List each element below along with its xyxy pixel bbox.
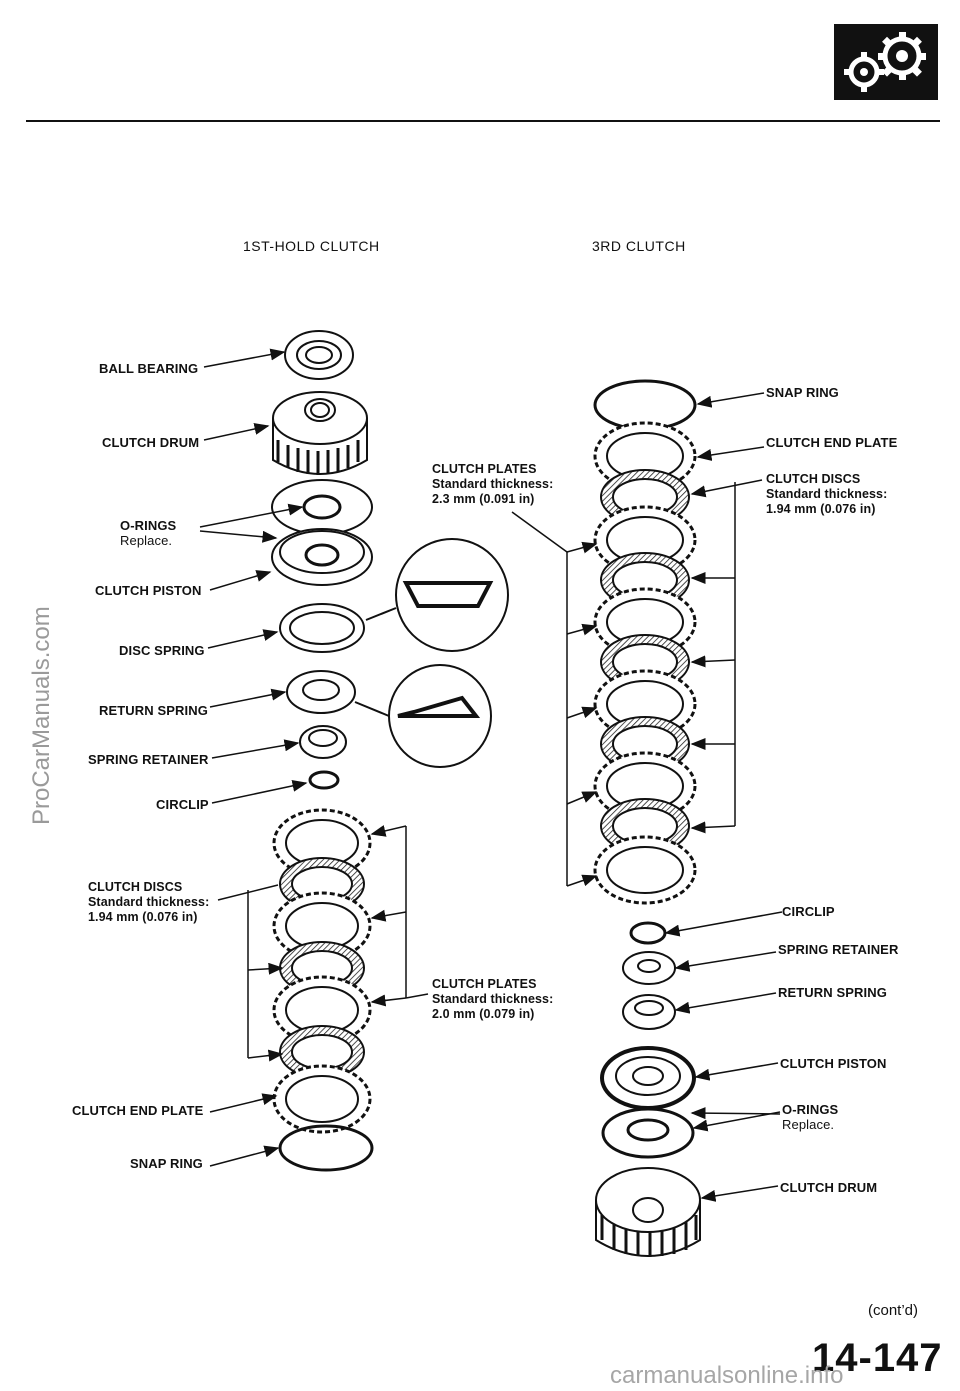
left-spring-retainer [299, 725, 347, 759]
right-clutch-drum [595, 1167, 701, 1257]
left-circlip [308, 770, 340, 790]
label-return-spring-left: RETURN SPRING [99, 703, 208, 718]
gears-icon [834, 24, 938, 100]
left-o-rings [271, 479, 373, 535]
clutch-discs-val: 1.94 mm (0.076 in) [88, 910, 198, 924]
watermark-carmanualsonline: carmanualsonline.info [610, 1362, 844, 1389]
header-rule [26, 120, 940, 122]
label-clutch-end-plate-left: CLUTCH END PLATE [72, 1103, 204, 1118]
plates-top-val: 2.3 mm (0.091 in) [432, 492, 535, 506]
return-spring-section-detail [354, 664, 492, 768]
label-snap-ring-right: SNAP RING [766, 385, 839, 400]
label-clutch-drum-right: CLUTCH DRUM [780, 1180, 878, 1195]
clutch-discs-right-title: CLUTCH DISCS [766, 472, 861, 486]
right-clutch-piston [600, 1046, 696, 1110]
plates-top-std: Standard thickness: [432, 477, 554, 491]
disc-spring-section-detail [365, 538, 509, 652]
right-circlip [629, 921, 667, 945]
left-ball-bearing [284, 330, 354, 380]
right-spring-retainer [622, 951, 676, 985]
o-rings-right-title: O-RINGS [782, 1102, 839, 1117]
header-1st-hold-clutch: 1ST-HOLD CLUTCH [243, 238, 380, 254]
plates-bottom-val: 2.0 mm (0.079 in) [432, 1007, 535, 1021]
plates-bottom-std: Standard thickness: [432, 992, 554, 1006]
label-clutch-piston-left: CLUTCH PISTON [95, 583, 202, 598]
label-clutch-plates-top: CLUTCH PLATES Standard thickness: 2.3 mm… [432, 462, 553, 507]
left-clutch-drum [272, 391, 368, 475]
clutch-discs-std: Standard thickness: [88, 895, 210, 909]
watermark-procarmanuals: ProCarManuals.com [28, 606, 55, 825]
label-spring-retainer-right: SPRING RETAINER [778, 942, 899, 957]
right-clutch-pack [593, 469, 697, 905]
label-clutch-piston-right: CLUTCH PISTON [780, 1056, 887, 1071]
continued-note: (cont’d) [868, 1302, 919, 1319]
label-o-rings-left: O-RINGS Replace. [120, 518, 176, 548]
clutch-discs-right-val: 1.94 mm (0.076 in) [766, 502, 876, 516]
label-o-rings-right: O-RINGS Replace. [782, 1102, 838, 1132]
o-rings-right-note: Replace. [782, 1117, 835, 1132]
plates-bottom-title: CLUTCH PLATES [432, 977, 537, 991]
label-spring-retainer-left: SPRING RETAINER [88, 752, 209, 767]
o-rings-note: Replace. [120, 533, 173, 548]
plates-top-title: CLUTCH PLATES [432, 462, 537, 476]
left-return-spring [286, 670, 356, 714]
label-clutch-drum-left: CLUTCH DRUM [102, 435, 200, 450]
label-clutch-discs-right: CLUTCH DISCS Standard thickness: 1.94 mm… [766, 472, 887, 517]
label-disc-spring: DISC SPRING [119, 643, 205, 658]
left-clutch-piston [271, 528, 373, 586]
left-disc-spring [279, 603, 365, 653]
clutch-discs-right-std: Standard thickness: [766, 487, 888, 501]
label-clutch-plates-bottom: CLUTCH PLATES Standard thickness: 2.0 mm… [432, 977, 553, 1022]
right-snap-ring [593, 379, 697, 431]
label-snap-ring-left: SNAP RING [130, 1156, 203, 1171]
label-clutch-end-plate-right: CLUTCH END PLATE [766, 435, 898, 450]
clutch-discs-title: CLUTCH DISCS [88, 880, 183, 894]
right-return-spring [622, 994, 676, 1030]
left-snap-ring [278, 1124, 374, 1172]
left-clutch-pack [272, 808, 372, 1134]
o-rings-title: O-RINGS [120, 518, 177, 533]
label-return-spring-right: RETURN SPRING [778, 985, 887, 1000]
right-o-rings [601, 1107, 695, 1159]
page-number: 14-147 [812, 1336, 943, 1380]
label-clutch-discs-left: CLUTCH DISCS Standard thickness: 1.94 mm… [88, 880, 209, 925]
label-circlip-left: CIRCLIP [156, 797, 209, 812]
header-3rd-clutch: 3RD CLUTCH [592, 238, 686, 254]
label-ball-bearing: BALL BEARING [99, 361, 199, 376]
label-circlip-right: CIRCLIP [782, 904, 835, 919]
